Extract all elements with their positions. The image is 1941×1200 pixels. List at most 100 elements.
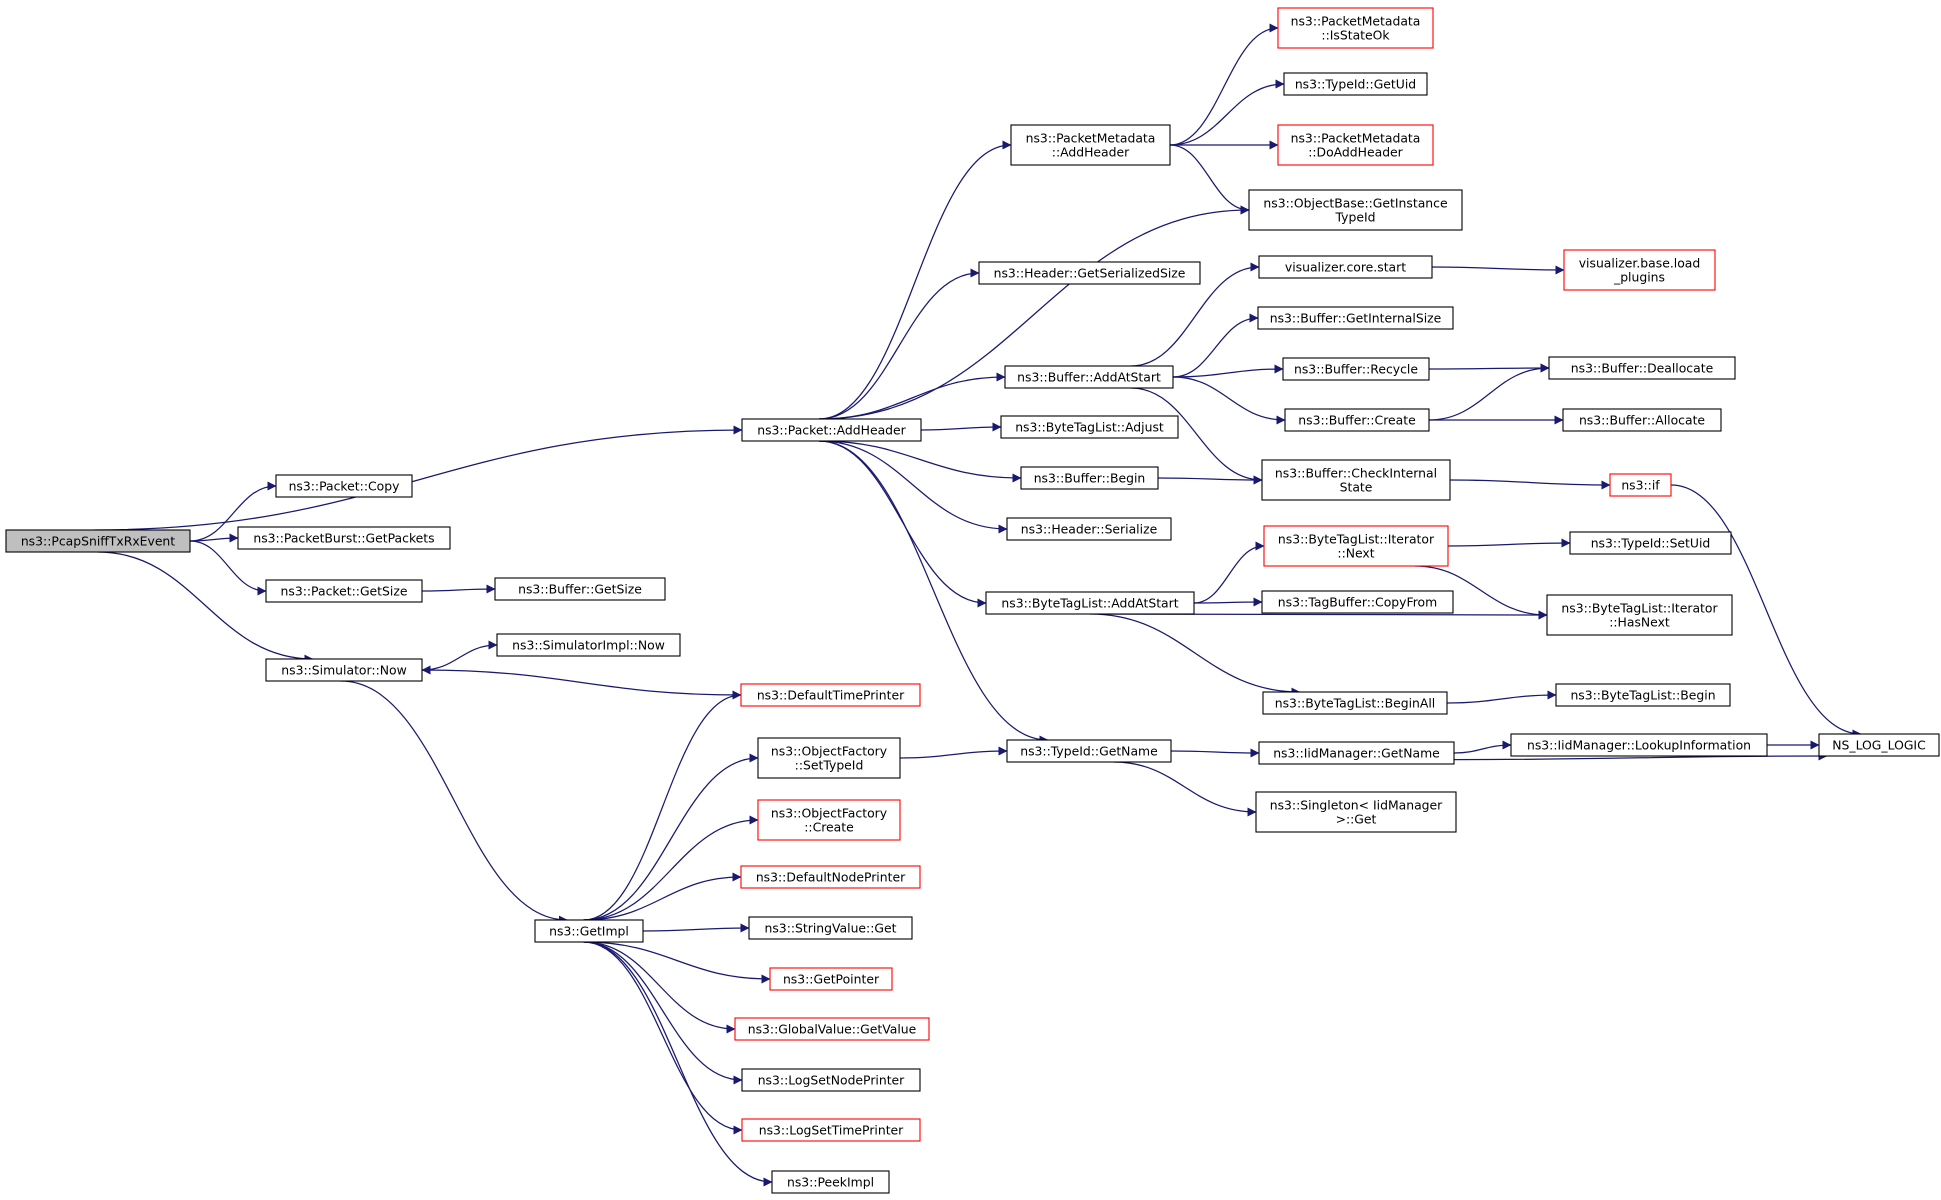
node-hdrSerialize[interactable]: ns3::Header::Serialize [1006,517,1172,541]
edge-pmAddHeader-to-obGetInstTid [1169,144,1250,215]
node-label: ::DoAddHeader [1308,145,1403,160]
node-label: ns3::Buffer::Allocate [1579,413,1705,428]
node-box [1277,124,1434,166]
edge-arrow [1172,364,1284,378]
node-defNodePrinter[interactable]: ns3::DefaultNodePrinter [740,865,921,889]
node-gvGetValue[interactable]: ns3::GlobalValue::GetValue [734,1017,930,1041]
edge-bufAddAtStart-to-bufCreate [1172,376,1286,425]
node-label: State [1340,480,1373,495]
edge-btlAddAtStart-to-btlIterNext [1193,541,1265,604]
node-label: ns3::TypeId::GetUid [1295,77,1416,92]
node-label: ns3::if [1621,478,1660,493]
node-logSetNode[interactable]: ns3::LogSetNodePrinter [741,1068,921,1092]
node-box [740,683,921,707]
node-label: ns3::DefaultTimePrinter [757,688,905,703]
node-box [1262,691,1448,715]
node-bufAddAtStart[interactable]: ns3::Buffer::AddAtStart [1004,365,1174,389]
node-root[interactable]: ns3::PcapSniffTxRxEvent [5,529,191,553]
edge-pktGetSize-to-bufGetSize [421,584,496,594]
node-ofSetTypeId[interactable]: ns3::ObjectFactory::SetTypeId [757,737,901,779]
node-vizStart[interactable]: visualizer.core.start [1258,255,1433,279]
node-label: ns3::GetImpl [549,924,629,939]
node-bufGetSize[interactable]: ns3::Buffer::GetSize [494,577,666,601]
node-label: ns3::ByteTagList::Adjust [1015,420,1164,435]
node-box [275,474,413,498]
node-nsLogLogic[interactable]: NS_LOG_LOGIC [1818,733,1940,757]
node-btlIterNext[interactable]: ns3::ByteTagList::Iterator::Next [1263,525,1449,567]
edge-arrow [583,872,742,921]
edge-bufCreate-to-bufDealloc [1428,363,1550,421]
node-tidGetUid[interactable]: ns3::TypeId::GetUid [1283,72,1428,96]
node-pbGetPackets[interactable]: ns3::PacketBurst::GetPackets [237,526,451,550]
edge-btlAddAtStart-to-tbCopyFrom [1193,597,1263,607]
node-label: ns3::Buffer::CheckInternal [1275,466,1437,481]
edge-pmAddHeader-to-tidGetUid [1169,79,1285,146]
edge-getImpl-to-ofSetTypeId [583,753,759,921]
edge-simNow-to-simImplNow [421,640,498,671]
node-box [494,577,666,601]
node-box [1510,733,1768,757]
node-vizLoadPlugins[interactable]: visualizer.base.load_plugins [1563,249,1716,291]
node-btlIterHasNext[interactable]: ns3::ByteTagList::Iterator::HasNext [1546,594,1733,636]
edge-btlIterNext-to-tidSetUid [1447,538,1571,548]
node-box [748,916,913,940]
node-box [1562,408,1722,432]
node-pmIsStateOk[interactable]: ns3::PacketMetadata::IsStateOk [1277,7,1434,49]
node-bufAlloc[interactable]: ns3::Buffer::Allocate [1562,408,1722,432]
node-btlAddAtStart[interactable]: ns3::ByteTagList::AddAtStart [985,591,1195,615]
edge-arrow [818,372,1006,420]
node-getImpl[interactable]: ns3::GetImpl [534,919,644,943]
node-bufGetIntSize[interactable]: ns3::Buffer::GetInternalSize [1257,306,1454,330]
node-ofCreate[interactable]: ns3::ObjectFactory::Create [757,799,901,841]
node-simNow[interactable]: ns3::Simulator::Now [265,658,423,682]
node-simImplNow[interactable]: ns3::SimulatorImpl::Now [496,633,681,657]
edge-root-to-pktGetSize [189,540,267,596]
edge-arrow [421,640,498,671]
edge-root-to-pbGetPackets [189,533,239,543]
node-tbCopyFrom[interactable]: ns3::TagBuffer::CopyFrom [1261,590,1454,614]
node-box [740,865,921,889]
node-label: ::IsStateOk [1321,28,1390,43]
node-box [978,261,1201,285]
node-iidLookup[interactable]: ns3::IidManager::LookupInformation [1510,733,1768,757]
node-tidGetName[interactable]: ns3::TypeId::GetName [1006,739,1172,763]
node-box [1569,531,1732,555]
node-singletonGet[interactable]: ns3::Singleton< IidManager>::Get [1255,791,1457,833]
node-bufRecycle[interactable]: ns3::Buffer::Recycle [1282,357,1430,381]
node-pktAddHeader[interactable]: ns3::Packet::AddHeader [741,418,922,442]
node-label: TypeId [1335,210,1376,225]
edge-tidGetName-to-singletonGet [1113,761,1257,817]
node-logSetTime[interactable]: ns3::LogSetTimePrinter [741,1118,921,1142]
edge-arrow [583,941,773,1187]
node-pmDoAddHeader[interactable]: ns3::PacketMetadata::DoAddHeader [1277,124,1434,166]
node-box [985,591,1195,615]
edge-getImpl-to-ofCreate [583,815,759,921]
node-btlBeginAll[interactable]: ns3::ByteTagList::BeginAll [1262,691,1448,715]
node-getPointer[interactable]: ns3::GetPointer [769,967,893,991]
node-bufBegin[interactable]: ns3::Buffer::Begin [1020,466,1159,490]
node-tidSetUid[interactable]: ns3::TypeId::SetUid [1569,531,1732,555]
node-box [1020,466,1159,490]
node-bufDealloc[interactable]: ns3::Buffer::Deallocate [1548,356,1736,380]
node-peekImpl[interactable]: ns3::PeekImpl [771,1170,890,1194]
node-pktCopy[interactable]: ns3::Packet::Copy [275,474,413,498]
node-box [1258,741,1455,765]
node-label: ns3::StringValue::Get [765,921,897,936]
node-label: ns3::ByteTagList::Iterator [1278,532,1435,547]
node-iidGetName[interactable]: ns3::IidManager::GetName [1258,741,1455,765]
node-btlAdjust[interactable]: ns3::ByteTagList::Adjust [1000,415,1179,439]
node-strValGet[interactable]: ns3::StringValue::Get [748,916,913,940]
node-bufCreate[interactable]: ns3::Buffer::Create [1284,408,1430,432]
node-defTimePrinter[interactable]: ns3::DefaultTimePrinter [740,683,921,707]
node-pmAddHeader[interactable]: ns3::PacketMetadata::AddHeader [1010,124,1171,166]
node-nsIf[interactable]: ns3::if [1609,473,1672,497]
edge-arrow [1170,748,1260,758]
node-hdrGetSerSize[interactable]: ns3::Header::GetSerializedSize [978,261,1201,285]
node-btlBegin[interactable]: ns3::ByteTagList::Begin [1555,683,1731,707]
node-box [1261,590,1454,614]
node-pktGetSize[interactable]: ns3::Packet::GetSize [265,579,423,603]
node-label: ns3::Header::GetSerializedSize [994,266,1186,281]
node-label: ns3::DefaultNodePrinter [756,870,906,885]
